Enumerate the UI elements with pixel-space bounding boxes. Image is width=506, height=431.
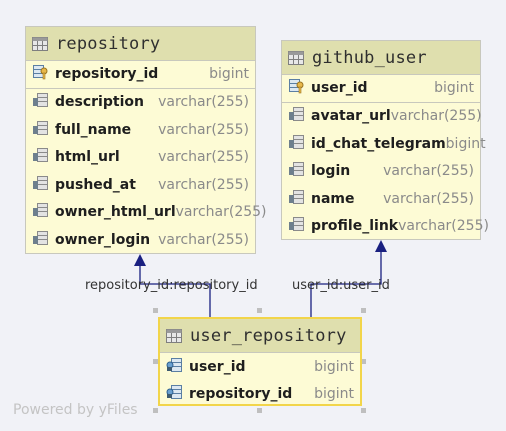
entity-github-user[interactable]: github_user user_id bigint avatar_url va…: [281, 40, 489, 241]
selection-handle[interactable]: [361, 308, 366, 313]
user-relation-edge: [310, 251, 382, 319]
column-name: user_id: [311, 80, 368, 97]
column-icon: [288, 161, 306, 181]
column-list: repository_id bigint description varchar…: [26, 61, 267, 254]
entity-header: repository: [26, 27, 255, 61]
column-type: varchar(255): [390, 108, 482, 125]
column-name: repository_id: [189, 386, 293, 403]
selection-handle[interactable]: [153, 359, 158, 364]
column-icon: [32, 230, 50, 250]
column-type: bigint: [445, 135, 486, 152]
column-row[interactable]: user_id bigint: [282, 75, 480, 103]
repository-relation-edge: [139, 265, 211, 319]
column-type: varchar(255): [158, 176, 249, 193]
column-list: user_id bigint avatar_url varchar(255) i…: [282, 75, 489, 241]
entity-title: github_user: [312, 47, 427, 68]
column-type: bigint: [314, 386, 354, 403]
watermark: Powered by yFiles: [13, 402, 138, 418]
table-icon: [32, 36, 48, 51]
user-relation-arrow: [375, 240, 387, 252]
column-type: bigint: [434, 80, 474, 97]
column-name: description: [55, 94, 144, 111]
column-name: full_name: [55, 121, 132, 138]
column-name: avatar_url: [311, 108, 391, 125]
column-type: varchar(255): [158, 121, 249, 138]
selection-handle[interactable]: [153, 408, 158, 413]
column-row[interactable]: id_chat_telegram bigint: [282, 130, 486, 158]
column-type: bigint: [209, 66, 249, 83]
column-row[interactable]: repository_id bigint: [160, 381, 360, 409]
entity-user-repository[interactable]: user_repository user_id bigint: [158, 317, 362, 406]
column-name: id_chat_telegram: [311, 135, 446, 152]
column-name: owner_login: [55, 231, 151, 248]
column-icon: [288, 216, 306, 236]
repository-relation-arrow: [134, 254, 146, 266]
column-row[interactable]: owner_html_url varchar(255): [26, 199, 267, 227]
column-type: varchar(255): [383, 163, 474, 180]
column-icon: [32, 175, 50, 195]
column-row[interactable]: repository_id bigint: [26, 61, 255, 89]
column-name: login: [311, 163, 351, 180]
column-row[interactable]: avatar_url varchar(255): [282, 103, 482, 131]
column-icon: [288, 134, 306, 154]
column-type: varchar(255): [175, 204, 267, 221]
selection-handle[interactable]: [257, 308, 262, 313]
column-type: varchar(255): [398, 218, 489, 235]
column-type: varchar(255): [383, 190, 474, 207]
column-name: pushed_at: [55, 176, 136, 193]
column-row[interactable]: login varchar(255): [282, 158, 480, 186]
selection-handle[interactable]: [361, 408, 366, 413]
column-name: owner_html_url: [55, 204, 176, 221]
column-row[interactable]: name varchar(255): [282, 185, 480, 213]
column-row[interactable]: html_url varchar(255): [26, 144, 255, 172]
repository-relation-label: repository_id:repository_id: [85, 278, 258, 293]
entity-header: github_user: [282, 41, 480, 75]
column-type: bigint: [314, 358, 354, 375]
entity-repository[interactable]: repository repository_id bigint descript…: [25, 26, 267, 254]
column-name: user_id: [189, 358, 246, 375]
user-relation-label: user_id:user_id: [292, 278, 390, 293]
column-icon: [32, 147, 50, 167]
selection-handle[interactable]: [257, 408, 262, 413]
entity-header: user_repository: [160, 319, 360, 353]
foreign-key-icon: [166, 357, 184, 377]
column-name: html_url: [55, 149, 120, 166]
column-type: varchar(255): [158, 149, 249, 166]
column-row[interactable]: full_name varchar(255): [26, 116, 255, 144]
column-name: profile_link: [311, 218, 399, 235]
column-type: varchar(255): [158, 94, 249, 111]
table-icon: [166, 328, 182, 343]
column-icon: [32, 120, 50, 140]
column-type: varchar(255): [158, 231, 249, 248]
primary-key-icon: [288, 78, 306, 98]
column-row[interactable]: pushed_at varchar(255): [26, 171, 255, 199]
table-icon: [288, 50, 304, 65]
column-row[interactable]: user_id bigint: [160, 353, 360, 381]
selection-handle[interactable]: [153, 308, 158, 313]
foreign-key-icon: [166, 384, 184, 404]
column-name: name: [311, 190, 355, 207]
selection-handle[interactable]: [361, 359, 366, 364]
column-list: user_id bigint repository_id bigint: [160, 353, 360, 408]
entity-title: repository: [56, 33, 161, 54]
column-row[interactable]: profile_link varchar(255): [282, 213, 489, 241]
column-icon: [288, 189, 306, 209]
primary-key-icon: [32, 64, 50, 84]
column-icon: [32, 202, 50, 222]
column-name: repository_id: [55, 66, 159, 83]
column-row[interactable]: owner_login varchar(255): [26, 226, 255, 254]
column-icon: [32, 92, 50, 112]
column-icon: [288, 106, 306, 126]
entity-title: user_repository: [190, 325, 347, 346]
column-row[interactable]: description varchar(255): [26, 89, 255, 117]
